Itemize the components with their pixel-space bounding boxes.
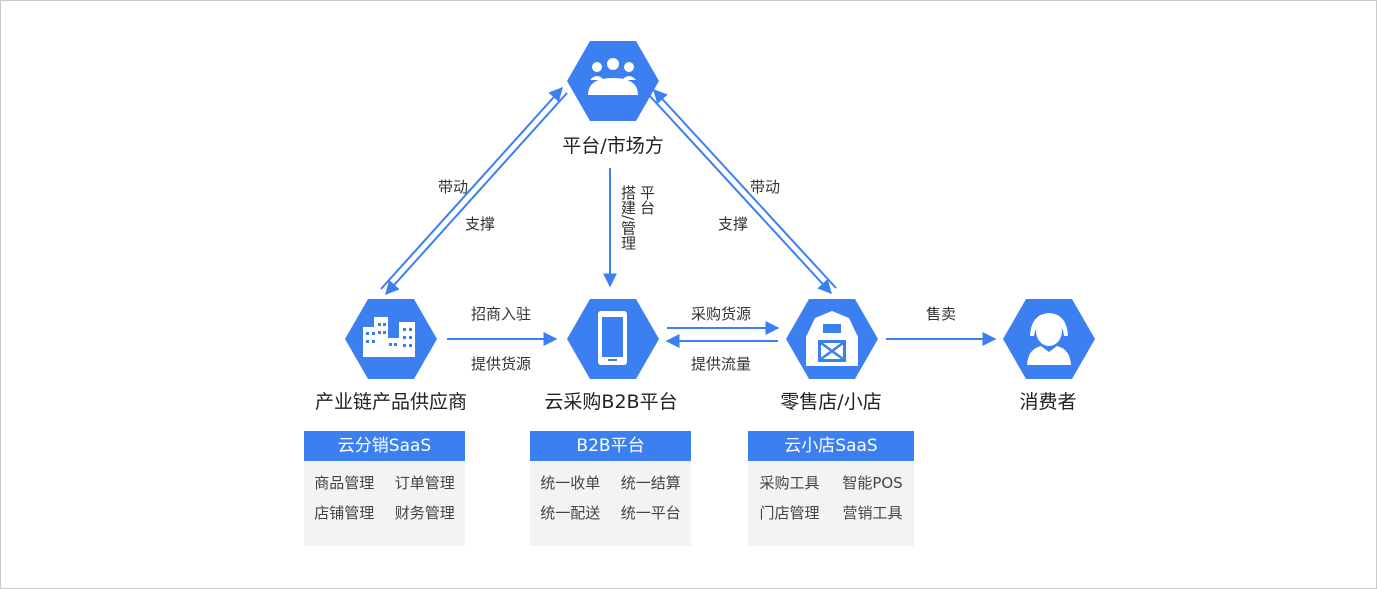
module-box-store: 云小店SaaS 采购工具 智能POS 门店管理 营销工具: [748, 431, 914, 546]
module-item: 订单管理: [394, 474, 455, 492]
module-item: 统一平台: [620, 504, 681, 522]
arrow-supplier-to-platform: [380, 86, 563, 290]
consumer-hexagon: [1003, 299, 1095, 379]
arrow-platform-to-supplier: [385, 92, 568, 296]
person-icon: [1027, 313, 1071, 365]
node-label-b2b: 云采购B2B平台: [544, 391, 678, 413]
module-items-store: 采购工具 智能POS 门店管理 营销工具: [748, 461, 914, 523]
module-item: 统一结算: [620, 474, 681, 492]
module-title-store: 云小店SaaS: [748, 431, 914, 461]
edge-label-sell: 售卖: [925, 305, 957, 323]
module-item: 统一配送: [540, 504, 601, 522]
supplier-hexagon: [345, 299, 437, 379]
mobile-phone-icon: [598, 311, 627, 365]
buildings-icon: [363, 317, 415, 357]
module-items-distribution: 商品管理 订单管理 店铺管理 财务管理: [304, 461, 465, 523]
edge-label-purchase-source: 采购货源: [690, 305, 752, 323]
edge-label-supply-source: 提供货源: [470, 355, 532, 373]
module-item: 统一收单: [540, 474, 601, 492]
module-item: 营销工具: [842, 504, 903, 522]
edge-label-left-drive: 带动: [437, 178, 469, 196]
module-item: 采购工具: [759, 474, 820, 492]
module-item: 门店管理: [759, 504, 820, 522]
arrow-retailer-to-platform: [653, 88, 837, 289]
edges: [380, 86, 997, 348]
edge-label-left-support: 支撑: [464, 215, 496, 233]
module-title-b2b-platform: B2B平台: [530, 431, 691, 461]
edge-label-build-manage-col2: 平台: [638, 185, 656, 215]
module-items-b2b-platform: 统一收单 统一结算 统一配送 统一平台: [530, 461, 691, 523]
module-item: 店铺管理: [314, 504, 375, 522]
edge-label-right-drive: 带动: [749, 178, 781, 196]
node-label-retailer: 零售店/小店: [780, 391, 882, 413]
module-box-b2b-platform: B2B平台 统一收单 统一结算 统一配送 统一平台: [530, 431, 691, 546]
edge-label-build-manage-col1: 搭建/管理: [619, 185, 637, 251]
b2b-hexagon: [567, 299, 659, 379]
edge-label-provide-traffic: 提供流量: [690, 355, 752, 373]
node-label-consumer: 消费者: [1019, 391, 1077, 413]
edge-label-right-support: 支撑: [717, 215, 749, 233]
node-label-platform: 平台/市场方: [562, 135, 664, 157]
module-item: 财务管理: [394, 504, 455, 522]
users-group-icon: [588, 58, 638, 95]
arrow-platform-to-retailer: [648, 94, 832, 295]
platform-hexagon: [567, 41, 659, 121]
node-label-supplier: 产业链产品供应商: [314, 391, 468, 413]
edge-label-invite: 招商入驻: [470, 305, 532, 323]
module-item: 商品管理: [314, 474, 375, 492]
module-item: 智能POS: [842, 474, 903, 492]
barn-store-icon: [806, 311, 858, 366]
module-title-distribution: 云分销SaaS: [304, 431, 465, 461]
retailer-hexagon: [786, 299, 878, 379]
module-box-distribution: 云分销SaaS 商品管理 订单管理 店铺管理 财务管理: [304, 431, 465, 546]
